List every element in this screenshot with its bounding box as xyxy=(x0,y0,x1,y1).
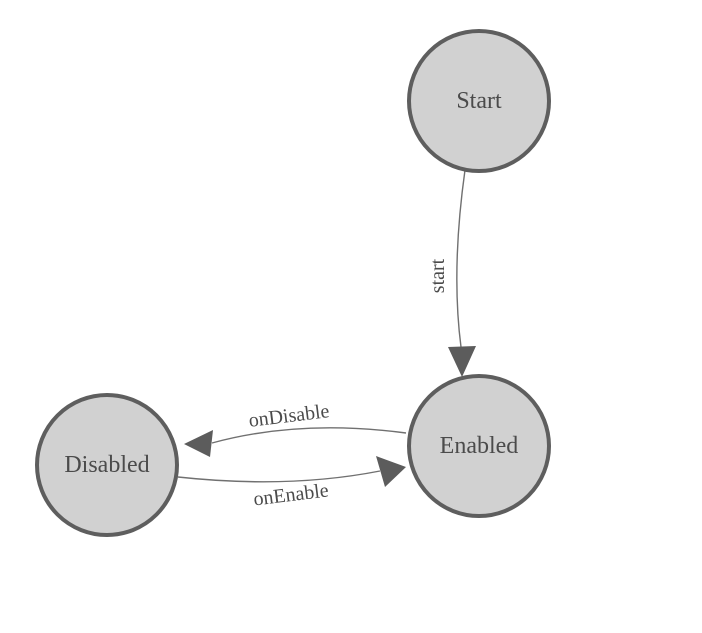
transition-edge-onenable xyxy=(177,470,381,483)
state-circle-enabled[interactable] xyxy=(407,374,551,518)
transition-edge-ondisable xyxy=(211,427,407,444)
transition-enabled-to-disabled: onDisable xyxy=(184,400,407,457)
state-node-start[interactable]: Start xyxy=(407,29,551,173)
state-label-disabled: Disabled xyxy=(64,452,149,478)
state-circle-start[interactable] xyxy=(407,29,551,173)
arrowhead-icon xyxy=(184,430,213,457)
state-label-start: Start xyxy=(456,88,502,114)
state-node-disabled[interactable]: Disabled xyxy=(35,393,179,537)
arrowhead-icon xyxy=(376,456,406,487)
state-node-enabled[interactable]: Enabled xyxy=(407,374,551,518)
edge-label-ondisable: onDisable xyxy=(247,400,330,432)
edge-label-onenable: onEnable xyxy=(252,479,330,510)
transition-start-to-enabled: start xyxy=(427,169,476,377)
state-circle-disabled[interactable] xyxy=(35,393,179,537)
transition-disabled-to-enabled: onEnable xyxy=(177,456,406,511)
transition-edge-start xyxy=(456,169,466,348)
arrowhead-icon xyxy=(448,346,476,377)
edge-label-start: start xyxy=(427,258,449,293)
state-label-enabled: Enabled xyxy=(440,433,519,459)
